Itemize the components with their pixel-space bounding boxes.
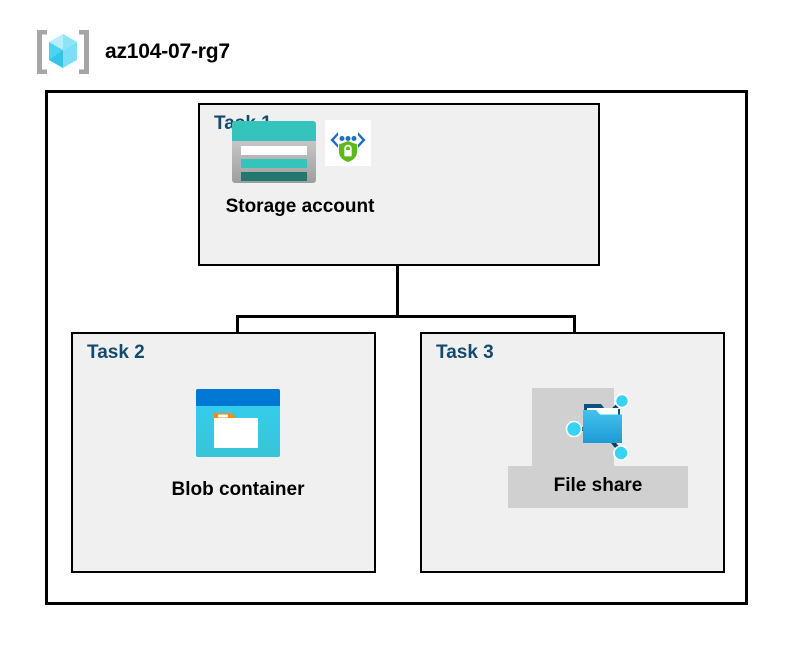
node-storage-account: Storage account [201,118,399,218]
blob-container-icon [194,387,282,459]
resource-group-cube-icon [30,26,96,78]
blob-container-caption: Blob container [171,479,305,500]
resource-group-header: az104-07-rg7 [30,24,230,80]
node-file-share: File share [508,387,688,497]
task-2-label: Task 2 [87,342,145,363]
file-share-caption: File share [553,475,643,496]
file-share-folder-icon [556,387,640,463]
file-share-label-backdrop [508,466,688,508]
connector-storage-trunk [396,266,399,317]
storage-account-caption: Storage account [225,196,375,217]
node-blob-container: Blob container [150,387,326,501]
secure-code-shield-lock-icon [319,118,371,166]
storage-account-icon [229,118,319,186]
connector-horizontal-bar [236,315,576,318]
task-3-label: Task 3 [436,342,494,363]
resource-group-title: az104-07-rg7 [105,40,230,63]
